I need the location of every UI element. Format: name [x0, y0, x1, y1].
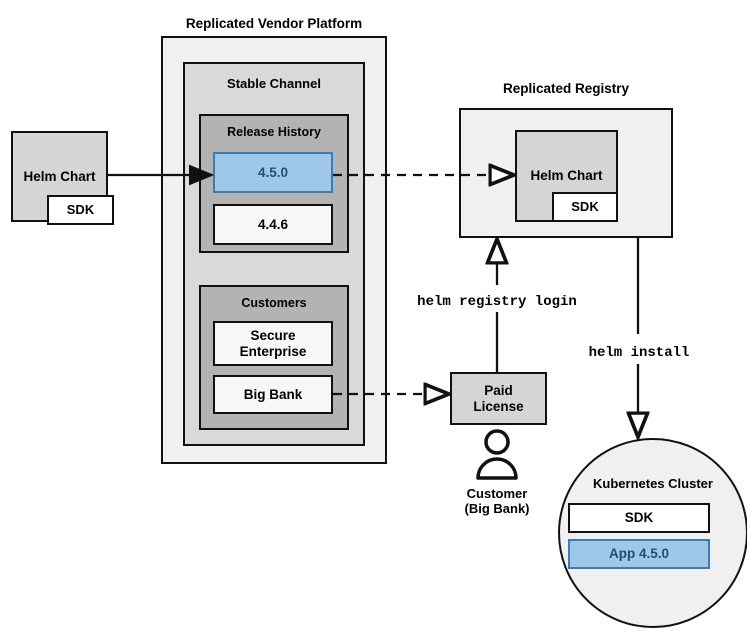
customer-person-label: Customer (Big Bank) — [464, 486, 530, 517]
cluster-sdk-box[interactable]: SDK — [568, 503, 710, 533]
helm-registry-login-label: helm registry login — [417, 294, 577, 310]
helm-install-label: helm install — [588, 345, 690, 361]
paid-license-box[interactable]: Paid License — [450, 372, 547, 425]
customers-label: Customers — [241, 296, 307, 310]
release-history-label: Release History — [227, 125, 321, 139]
registry-helm-chart-sdk-box[interactable]: SDK — [552, 192, 618, 222]
cluster-app-box[interactable]: App 4.5.0 — [568, 539, 710, 569]
registry-title: Replicated Registry — [502, 81, 630, 96]
customer-secure-enterprise[interactable]: Secure Enterprise — [213, 321, 333, 366]
stable-channel-label: Stable Channel — [227, 76, 321, 91]
customer-person-icon — [476, 429, 518, 480]
source-helm-chart-sdk-box[interactable]: SDK — [47, 195, 114, 225]
vendor-platform-title: Replicated Vendor Platform — [185, 16, 363, 31]
release-version-4-5-0[interactable]: 4.5.0 — [213, 152, 333, 193]
release-version-4-4-6[interactable]: 4.4.6 — [213, 204, 333, 245]
kubernetes-cluster-label: Kubernetes Cluster — [593, 476, 713, 491]
kubernetes-cluster-circle — [558, 438, 747, 628]
customer-big-bank[interactable]: Big Bank — [213, 375, 333, 414]
